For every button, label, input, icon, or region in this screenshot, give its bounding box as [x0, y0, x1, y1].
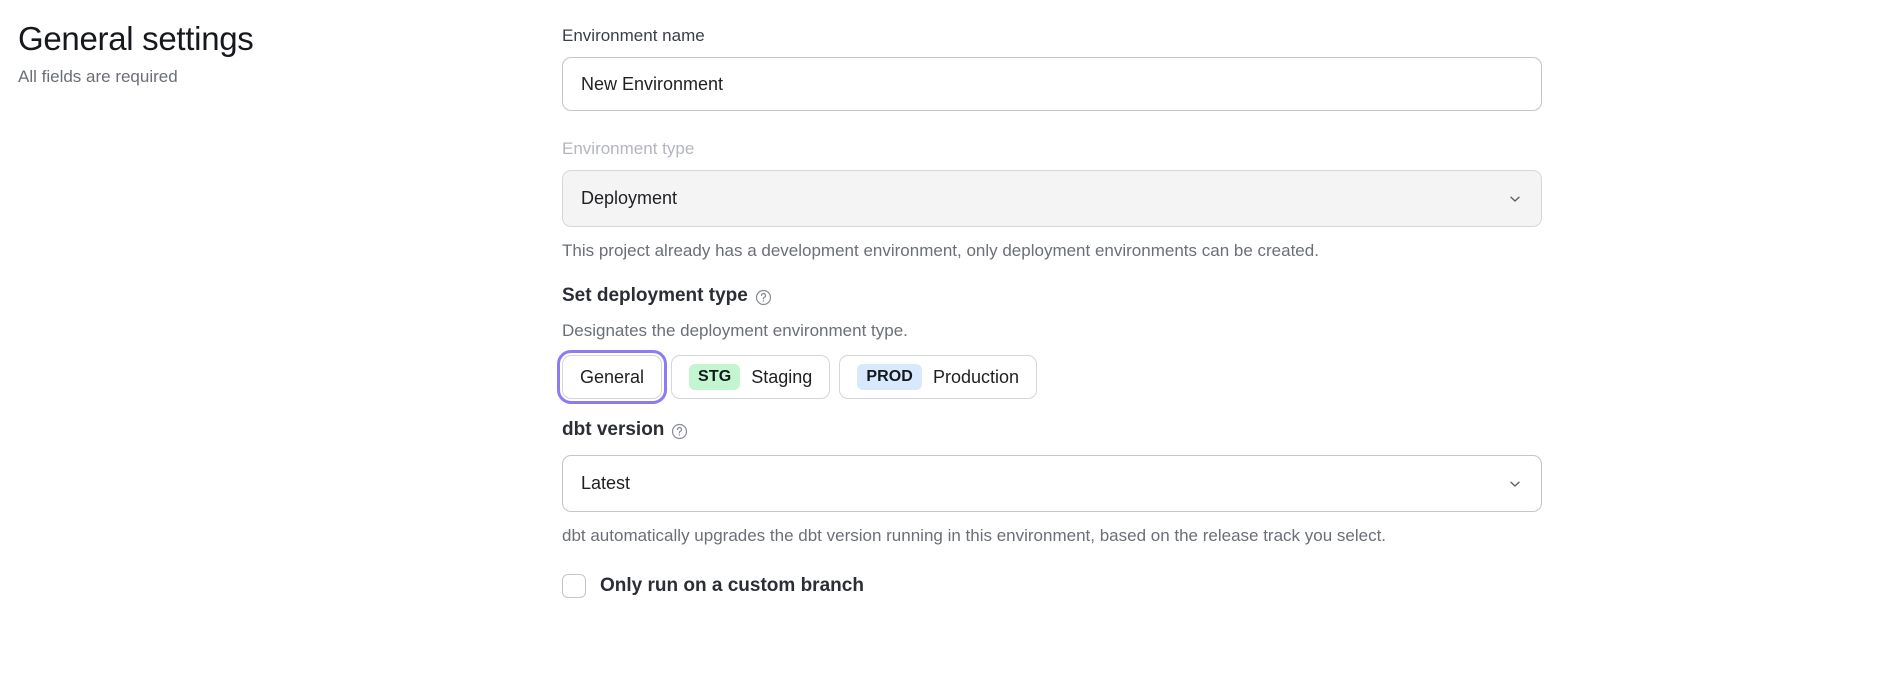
- deployment-type-heading: Set deployment type: [562, 283, 1542, 309]
- dbt-version-label: dbt version: [562, 419, 665, 440]
- deployment-type-option-staging-label: Staging: [751, 366, 813, 387]
- environment-type-helper-text: This project already has a development e…: [562, 241, 1319, 260]
- staging-badge: STG: [689, 364, 741, 390]
- page-subtitle: All fields are required: [18, 67, 178, 86]
- help-circle-icon[interactable]: [755, 289, 772, 306]
- custom-branch-row[interactable]: Only run on a custom branch: [562, 574, 1542, 598]
- deployment-type-options: General STG Staging PROD Production: [556, 350, 1542, 404]
- settings-header: General settings All fields are required: [18, 18, 518, 89]
- deployment-type-option-production[interactable]: PROD Production: [839, 355, 1038, 399]
- deployment-type-option-general[interactable]: General: [556, 350, 668, 404]
- environment-name-label: Environment name: [562, 26, 705, 45]
- deployment-type-description: Designates the deployment environment ty…: [562, 321, 908, 340]
- environment-type-value: Deployment: [581, 188, 678, 208]
- chevron-down-icon: [1507, 191, 1523, 207]
- dbt-version-select[interactable]: Latest: [562, 455, 1542, 512]
- production-badge: PROD: [857, 364, 922, 390]
- custom-branch-label: Only run on a custom branch: [600, 575, 864, 596]
- environment-name-input[interactable]: New Environment: [562, 57, 1542, 111]
- deployment-type-option-staging[interactable]: STG Staging: [671, 355, 831, 399]
- deployment-type-option-general-label: General: [580, 366, 645, 387]
- dbt-version-helper-text: dbt automatically upgrades the dbt versi…: [562, 526, 1387, 545]
- custom-branch-checkbox[interactable]: [562, 574, 586, 598]
- deployment-type-option-production-label: Production: [932, 366, 1020, 387]
- deployment-type-field-group: Set deployment type Designates the deplo…: [556, 283, 1542, 404]
- chevron-down-icon: [1507, 476, 1523, 492]
- dbt-version-field-group: dbt version Latest dbt automatica: [562, 417, 1542, 548]
- dbt-version-value: Latest: [581, 473, 631, 493]
- page-title: General settings: [18, 20, 254, 57]
- deployment-type-heading-label: Set deployment type: [562, 285, 748, 306]
- settings-form: Environment name New Environment Environ…: [556, 24, 1542, 598]
- dbt-version-heading: dbt version: [562, 417, 1542, 443]
- environment-type-field-group: Environment type Deployment This project…: [562, 137, 1542, 263]
- environment-type-label: Environment type: [562, 139, 695, 158]
- environment-type-select[interactable]: Deployment: [562, 170, 1542, 227]
- help-circle-icon[interactable]: [671, 423, 688, 440]
- environment-name-field-group: Environment name New Environment: [562, 24, 1542, 111]
